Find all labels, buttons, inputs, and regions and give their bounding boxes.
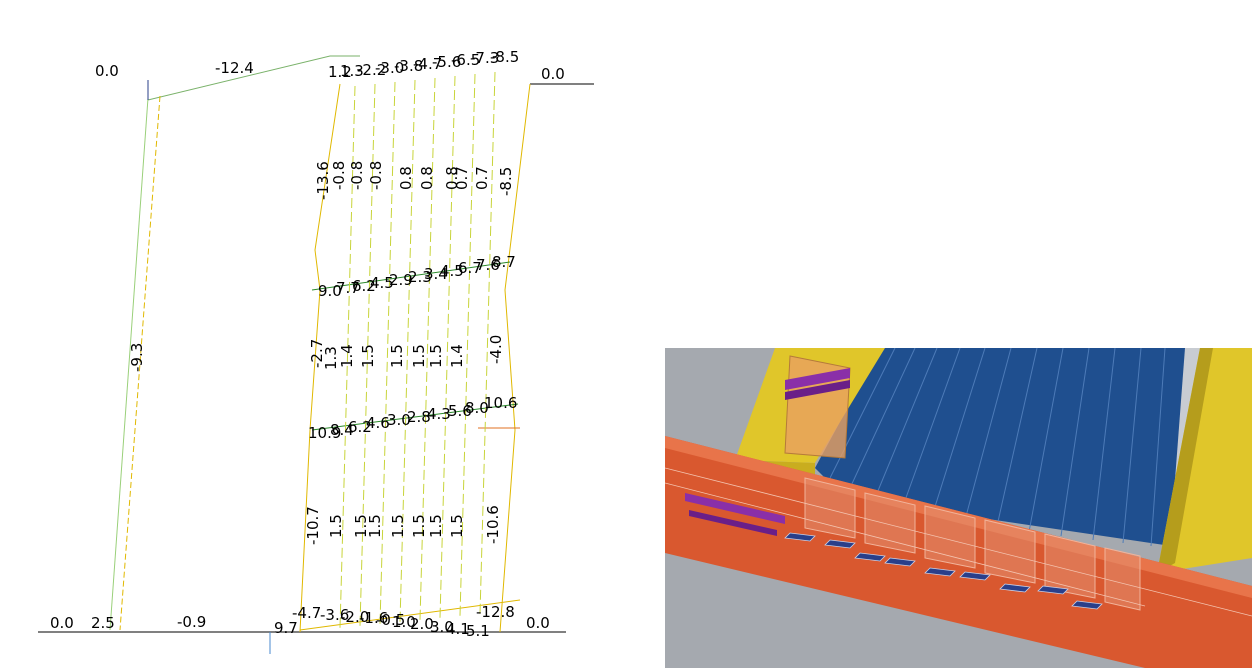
row-top-label: -7.3 (470, 49, 499, 67)
band-1-label: 0.7 (473, 166, 491, 190)
frame-lines (38, 55, 594, 654)
row-top-label: -5.6 (432, 53, 461, 71)
band-3-label: -10.6 (484, 505, 502, 544)
row-bottom-label: -3.6 (320, 606, 349, 624)
band-2-label: -2.7 (308, 339, 326, 368)
band-2-label: 1.5 (388, 344, 406, 368)
label-base-right: 9.7 (274, 619, 298, 637)
cross-beams (804, 477, 1141, 611)
row-2-label: 9.0 (318, 282, 342, 300)
label-top-left: 0.0 (95, 62, 119, 80)
row-2-label: 6.7 (458, 259, 482, 277)
row-3-label: 6.2 (348, 418, 372, 436)
row-bottom-label: -4.7 (292, 604, 321, 622)
band-1-label: 0.8 (397, 166, 415, 190)
band-2-label: -4.0 (487, 335, 505, 364)
band-3-label: 1.5 (410, 514, 428, 538)
row-3-label: 5.6 (448, 402, 472, 420)
band-3-label: 1.5 (427, 514, 445, 538)
band-1-label: -0.8 (348, 161, 366, 190)
row-top-label: -8.5 (490, 48, 519, 66)
row-2-label: 2.9 (389, 271, 413, 289)
row-top-label: -2.2 (357, 61, 386, 79)
label-top-right: 0.0 (541, 65, 565, 83)
row-2-label: 2.3 (408, 268, 432, 286)
band-1-label: 0.8 (443, 166, 461, 190)
model-3d-render (665, 348, 1252, 668)
band-3-label: 1.5 (366, 514, 384, 538)
stud-lines (339, 71, 496, 629)
row-2-label: 8.7 (492, 253, 516, 271)
row-3-label: 8.0 (465, 399, 489, 417)
row-bottom-label: 4.1 (446, 620, 470, 638)
band-3-label: 1.5 (389, 514, 407, 538)
band-1-label: 0.7 (453, 166, 471, 190)
row-bottom-label: -2.0 (340, 608, 369, 626)
row-bottom-label: -12.8 (476, 603, 515, 621)
band-2-label: 1.4 (448, 344, 466, 368)
band-3-label: 1.5 (327, 514, 345, 538)
row-bottom-label: -1.6 (359, 609, 388, 627)
row-3-label: 2.8 (407, 408, 431, 426)
row-2-label: 4.5 (370, 274, 394, 292)
row-3-label: 3.0 (387, 411, 411, 429)
purple-plates (685, 368, 850, 536)
row-top-labels: 1.2 1.3 -2.2 -3.0 -3.8 -4.7 -5.6 -6.5 -7… (328, 48, 519, 81)
band-1-label: -8.5 (497, 167, 515, 196)
row-3-label: 10.6 (484, 394, 517, 412)
row-2-labels: 9.0 7.7 6.2 4.5 2.9 2.3 3.4 4.5 6.7 7.6 … (318, 253, 516, 300)
band-2-labels: -2.7 1.3 1.4 1.5 1.5 1.5 1.5 1.4 -4.0 (308, 335, 505, 370)
band-3-label: -10.7 (304, 506, 322, 545)
model-3d-viewport[interactable] (665, 348, 1252, 668)
row-3-label: 10.9 (308, 424, 341, 442)
row-bottom-label: 3.0 (430, 618, 454, 636)
row-top-label: 1.2 (328, 63, 352, 81)
row-bottom-label: 5.1 (466, 622, 490, 640)
row-2-label: 6.2 (352, 277, 376, 295)
row-bottom-labels: -4.7 -3.6 -2.0 -1.6 -0.5 1.0 2.0 3.0 4.1… (292, 603, 515, 640)
band-1-label: -13.6 (314, 161, 332, 200)
edge-highlights (665, 467, 1252, 617)
row-bottom-label: -0.5 (376, 611, 405, 629)
band-1-label: -0.8 (367, 161, 385, 190)
row-3-label: 4.3 (427, 405, 451, 423)
label-column-moment: -9.3 (128, 343, 146, 372)
band-2-label: 1.3 (322, 346, 340, 370)
row-2-label: 3.4 (424, 265, 448, 283)
band-1-labels: -13.6 -0.8 -0.8 -0.8 0.8 0.8 0.8 0.7 0.7… (314, 161, 515, 200)
band-1-label: 0.8 (418, 166, 436, 190)
label-bottom-right: 0.0 (526, 614, 550, 632)
band-2-label: 1.5 (427, 344, 445, 368)
row-top-label: -6.5 (451, 51, 480, 69)
band-2-label: 1.5 (359, 344, 377, 368)
moment-diagram: 0.0 0.0 0.0 0.0 -12.4 -9.3 2.5 -0.9 9.7 … (38, 48, 594, 654)
band-2-label: 1.4 (338, 344, 356, 368)
row-2-label: 7.7 (336, 279, 360, 297)
label-bottom-left: 0.0 (50, 614, 74, 632)
row-top-label: -4.7 (413, 55, 442, 73)
label-base-left: 2.5 (91, 614, 115, 632)
row-top-label: 1.3 (340, 62, 364, 80)
band-3-labels: -10.7 1.5 1.5 1.5 1.5 1.5 1.5 1.5 -10.6 (304, 505, 502, 545)
row-3-label: 4.6 (366, 414, 390, 432)
label-top-beam-moment: -12.4 (215, 59, 254, 77)
row-3-labels: 10.9 8.4 6.2 4.6 3.0 2.8 4.3 5.6 8.0 10.… (308, 394, 517, 442)
row-2-label: 7.6 (476, 256, 500, 274)
band-2-label: 1.5 (410, 344, 428, 368)
row-3-label: 8.4 (330, 421, 354, 439)
right-yellow-beam-edge (1157, 348, 1213, 573)
band-1-label: -0.8 (330, 161, 348, 190)
row-2-label: 4.5 (440, 262, 464, 280)
band-3-label: 1.5 (448, 514, 466, 538)
band-3-label: 1.5 (352, 514, 370, 538)
bearing-pads (784, 532, 1103, 610)
row-bottom-label: 1.0 (392, 613, 416, 631)
row-bottom-label: 2.0 (410, 615, 434, 633)
row-top-label: -3.0 (375, 59, 404, 77)
label-base-beam-moment: -0.9 (177, 613, 206, 631)
row-top-label: -3.8 (394, 57, 423, 75)
